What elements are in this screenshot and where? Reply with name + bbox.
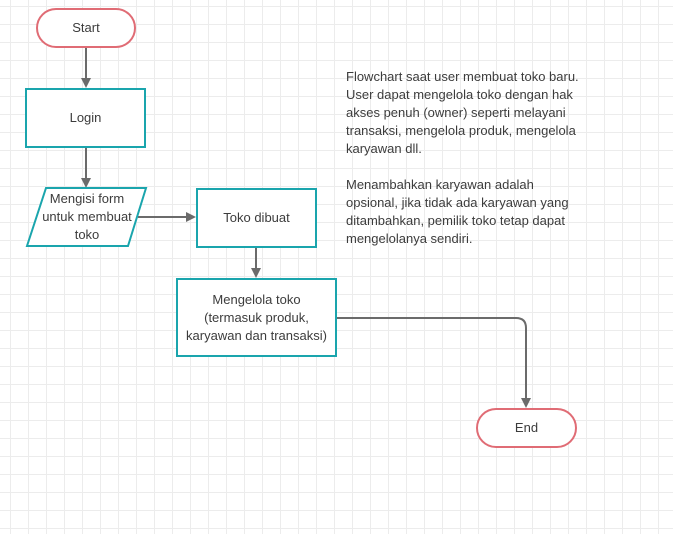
note-paragraph-1: Flowchart saat user membuat toko baru. U… xyxy=(346,69,579,156)
end-label: End xyxy=(514,420,539,435)
start-label: Start xyxy=(72,20,100,35)
store-created-label: Toko dibuat xyxy=(223,210,290,225)
manage-store-process[interactable]: Mengelola toko (termasuk produk, karyawa… xyxy=(176,278,337,357)
login-label: Login xyxy=(69,110,102,125)
manage-store-label: Mengelola toko (termasuk produk, karyawa… xyxy=(186,291,327,343)
note-paragraph-2: Menambahkan karyawan adalah opsional, ji… xyxy=(346,177,569,246)
store-created-process[interactable]: Toko dibuat xyxy=(196,188,317,248)
end-terminal[interactable]: End xyxy=(476,408,577,448)
start-terminal[interactable]: Start xyxy=(36,8,136,48)
form-parallelogram-shape xyxy=(25,187,148,247)
connector-manage-end xyxy=(337,317,531,408)
description-note: Flowchart saat user membuat toko baru. U… xyxy=(346,68,586,266)
fill-form-io-label-box[interactable]: Mengisi form untuk membuat toko xyxy=(36,190,138,244)
fill-form-label: Mengisi form untuk membuat toko xyxy=(42,191,132,242)
login-process[interactable]: Login xyxy=(25,88,146,148)
